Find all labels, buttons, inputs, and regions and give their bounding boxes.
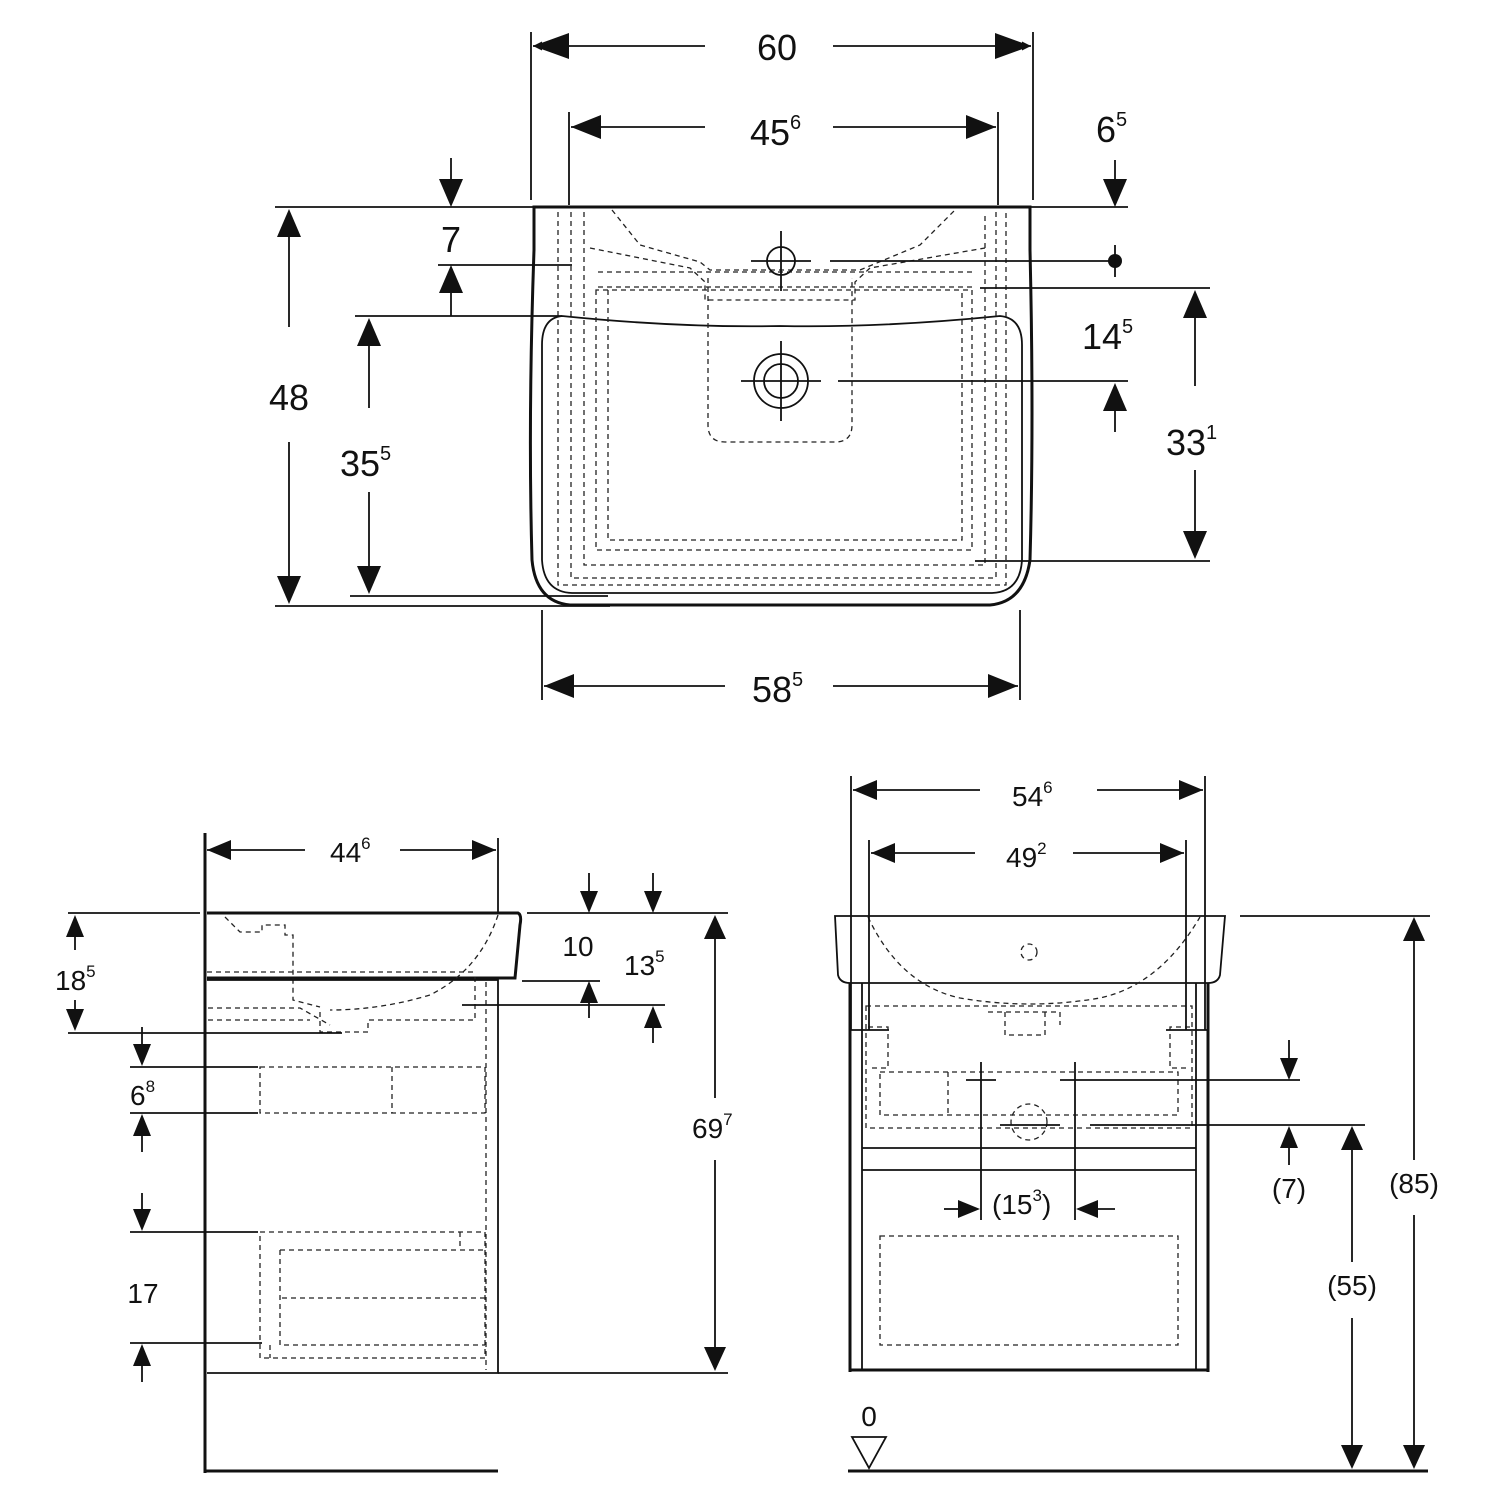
cabinet-hidden-outline — [557, 212, 1007, 586]
dim-total-height-front: (85) — [1389, 1168, 1439, 1199]
cabinet-front — [848, 983, 1210, 1372]
dim-height-to-siphon: (55) — [1327, 1270, 1377, 1301]
dim-side-depth: 446 — [330, 834, 371, 868]
basin-profile-side — [207, 911, 523, 980]
top-view: 60 456 65 7 48 355 145 — [269, 27, 1217, 710]
siphon-hidden — [1004, 1012, 1046, 1036]
dim-width-bottom: 585 — [752, 669, 803, 710]
basin-outline — [528, 205, 1034, 607]
dim-width-overall: 60 — [757, 27, 797, 68]
side-view: 446 185 10 135 68 697 — [55, 833, 733, 1473]
floor-level-marker — [850, 1436, 888, 1470]
dim-top-offset: 7 — [441, 219, 461, 260]
dim-front-width: 546 — [1012, 778, 1053, 812]
dim-siphon-spacing: (153) — [992, 1186, 1051, 1220]
dim-drawer2-height: 17 — [127, 1278, 158, 1309]
dim-depth-inner: 355 — [340, 443, 391, 484]
bowl-rim — [541, 315, 1023, 594]
dim-rim-thickness: 10 — [562, 931, 593, 962]
dim-siphon-offset: (7) — [1272, 1173, 1306, 1204]
dim-front-inner-width: 492 — [1006, 839, 1047, 873]
cabinet-side — [207, 979, 499, 1374]
dim-offset-right: 65 — [1096, 109, 1127, 150]
dim-tap-to-drain: 145 — [1082, 316, 1133, 357]
drawer2-side — [259, 1231, 486, 1359]
drawer1-side — [259, 1066, 486, 1114]
dim-basin-height: 185 — [55, 962, 96, 996]
front-view: 546 492 (7) (153) (55) (85) 0 — [834, 776, 1439, 1473]
tap-bank-hidden — [611, 209, 956, 271]
dim-rim-to-drain: 135 — [624, 947, 665, 981]
dim-total-height: 697 — [692, 1110, 733, 1144]
drawer-cutout-hidden — [707, 278, 853, 443]
dim-drawer1-height: 68 — [130, 1077, 155, 1111]
dim-width-inner: 456 — [750, 112, 801, 153]
dim-drain-to-front: 331 — [1166, 422, 1217, 463]
floor-level-label: 0 — [861, 1401, 877, 1432]
dim-depth-overall: 48 — [269, 377, 309, 418]
basin-front — [834, 915, 1226, 984]
drawer-front — [879, 1235, 1179, 1346]
